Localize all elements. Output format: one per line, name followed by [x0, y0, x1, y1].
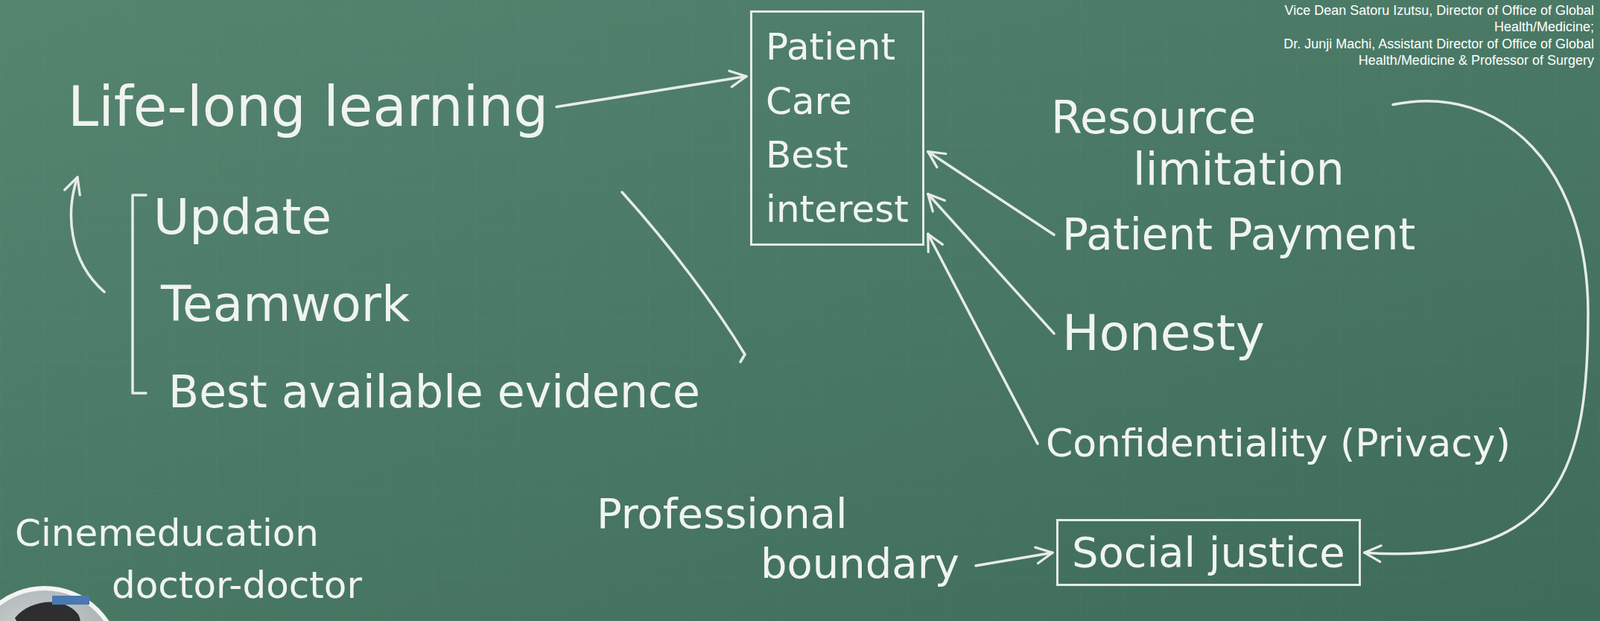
chalk-phrase-text: Professional boundary: [596, 488, 968, 589]
chalk-phrase: Teamwork: [156, 271, 415, 338]
chalk-phrase-text: Life-long learning: [67, 75, 549, 139]
process-box: Patient Care Best interest: [750, 10, 925, 246]
chalk-phrase: Patient Payment: [1057, 205, 1420, 265]
chalk-phrase-text: Patient Payment: [1062, 210, 1416, 260]
photo-caption: Dr. Junji Machi, Assistant Director of O…: [1206, 36, 1595, 69]
group-bracket: [132, 195, 146, 394]
loop-arrow: [71, 177, 105, 292]
chalk-phrase: Life-long learning: [63, 70, 553, 144]
process-box: Social justice: [1056, 519, 1361, 587]
arrow-connector: [928, 233, 1038, 444]
chalk-phrase: Honesty: [1057, 300, 1270, 367]
arrow-connector: [1364, 101, 1589, 555]
chalk-phrase-text: Update: [153, 189, 332, 246]
chalk-phrase-text: Teamwork: [160, 276, 410, 333]
arrow-connector: [928, 194, 1055, 334]
chalk-phrase-text: Resource limitation: [1051, 92, 1385, 196]
chalk-note: Cinemeducation: [14, 512, 319, 556]
arrow-connector: [556, 76, 747, 108]
process-box-text: Patient Care Best interest: [765, 20, 909, 237]
chalk-phrase-text: Honesty: [1062, 305, 1265, 363]
chalk-phrase-text: Confidentiality (Privacy): [1045, 421, 1511, 467]
chalk-note: doctor-doctor: [111, 564, 363, 608]
chalk-phrase: Best available evidence: [163, 362, 705, 423]
arrow-connector: [975, 552, 1053, 567]
speaker-photo: [0, 588, 120, 621]
chalk-stroke: [621, 192, 745, 363]
chalk-phrase: Professional boundary: [592, 484, 973, 593]
chalk-phrase: Resource limitation: [1046, 87, 1390, 200]
process-box-text: Social justice: [1071, 528, 1346, 577]
arrow-connector: [928, 151, 1055, 236]
chalk-phrase: Confidentiality (Privacy): [1041, 417, 1516, 471]
chalk-phrase: Update: [148, 184, 336, 251]
photo-caption: Vice Dean Satoru Izutsu, Director of Off…: [1206, 2, 1595, 36]
chalk-phrase-text: Best available evidence: [168, 366, 701, 418]
